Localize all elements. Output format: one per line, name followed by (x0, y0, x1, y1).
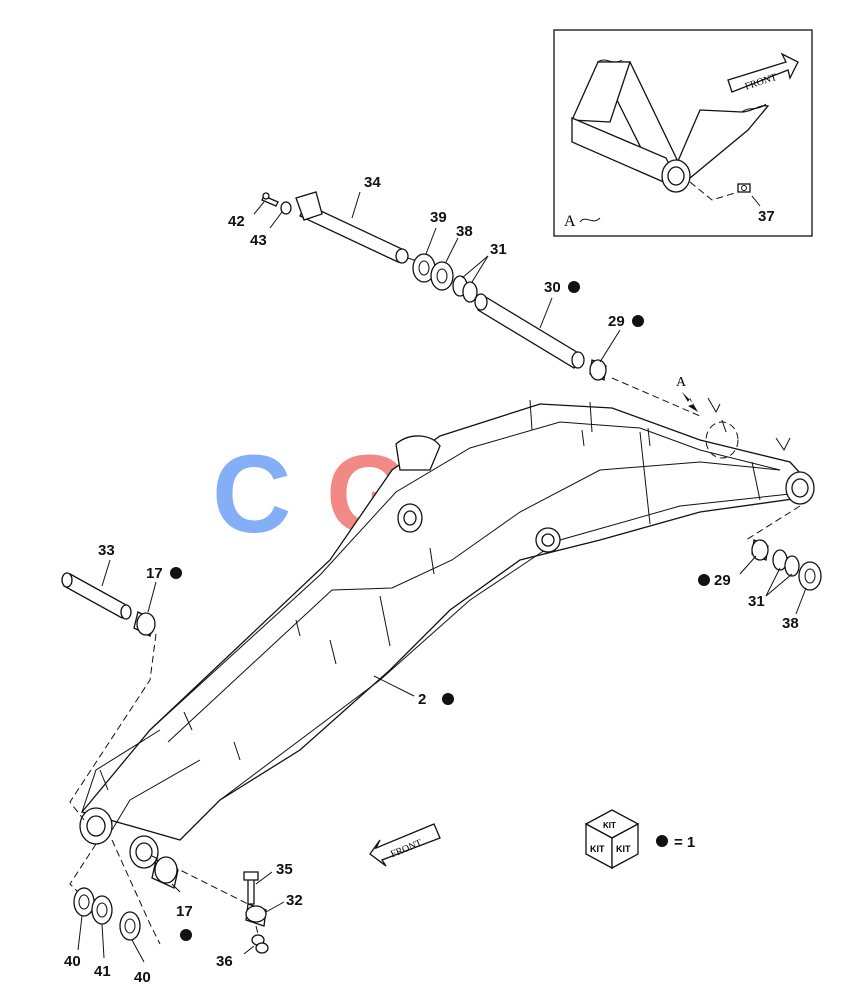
part-label-p35: 35 (276, 861, 293, 878)
inset-part-37-label: 37 (758, 208, 775, 225)
part-label-p33: 33 (98, 542, 115, 559)
part-label-p17b: 17 (176, 903, 193, 920)
part-labels: 34 42 43 39 38 31 30 29 33 17 2 29 31 38 35 32 17 36 40 41 4… (64, 174, 799, 986)
kit-dot-p30 (568, 281, 580, 293)
shim-40-left (73, 887, 95, 917)
pin-33 (61, 572, 132, 620)
part-label-p34: 34 (364, 174, 381, 191)
kit-dot-p17a (170, 567, 182, 579)
part-label-p32: 32 (286, 892, 303, 909)
bushing-29-right (751, 539, 769, 561)
nut-36 (251, 934, 269, 954)
shim-38-top (430, 261, 454, 291)
watermark-letter-c1: C (212, 433, 291, 556)
part-label-p38a: 38 (456, 223, 473, 240)
part-label-p40b: 40 (134, 969, 151, 986)
kit-legend: KIT KIT KIT = 1 (584, 809, 695, 870)
kit-left-text: KIT (590, 844, 605, 854)
part-label-p40a: 40 (64, 953, 81, 970)
shim-38-right (798, 561, 822, 591)
view-a-marker: A (676, 375, 687, 390)
front-arrow-icon: FRONT (369, 823, 441, 867)
bolt-42 (261, 192, 279, 207)
inset-view-label: A (564, 213, 576, 230)
view-a-arrow: A (676, 375, 698, 412)
washer-43 (280, 201, 292, 215)
kit-dot-p17b (180, 929, 192, 941)
ring-31-right (772, 549, 800, 577)
part-label-p31a: 31 (490, 241, 507, 258)
kit-top-text: KIT (603, 821, 616, 830)
part-label-p2: 2 (418, 691, 426, 708)
part-label-p17a: 17 (146, 565, 163, 582)
kit-box-icon: KIT KIT KIT (584, 809, 640, 870)
part-label-p29a: 29 (608, 313, 625, 330)
part-label-p43: 43 (250, 232, 267, 249)
kit-dot-icon (656, 835, 668, 847)
part-label-p41: 41 (94, 963, 111, 980)
bushing-17-top (133, 611, 156, 637)
shim-40-right (119, 911, 141, 941)
kit-dot-p29b (698, 574, 710, 586)
bolt-35 (243, 871, 259, 905)
boom-part-2 (79, 397, 815, 869)
bushing-29-top (589, 359, 607, 381)
part-label-p36: 36 (216, 953, 233, 970)
ring-31-top (452, 275, 478, 303)
part-label-p39: 39 (430, 209, 447, 226)
part-label-p31b: 31 (748, 593, 765, 610)
bushing-17-bottom (151, 856, 179, 889)
part-label-p42: 42 (228, 213, 245, 230)
pin-34 (295, 191, 409, 264)
shim-41 (91, 895, 113, 925)
clip-icon (737, 183, 751, 193)
collar-32 (245, 903, 267, 927)
pin-30 (474, 293, 585, 369)
part-label-p29b: 29 (714, 572, 731, 589)
part-label-p30: 30 (544, 279, 561, 296)
kit-dot-p29a (632, 315, 644, 327)
legend-equals-text: = 1 (674, 834, 695, 851)
kit-dot-p2 (442, 693, 454, 705)
inset-detail-a: 37 FRONT A (553, 29, 813, 237)
part-label-p38b: 38 (782, 615, 799, 632)
kit-right-text: KIT (616, 844, 631, 854)
